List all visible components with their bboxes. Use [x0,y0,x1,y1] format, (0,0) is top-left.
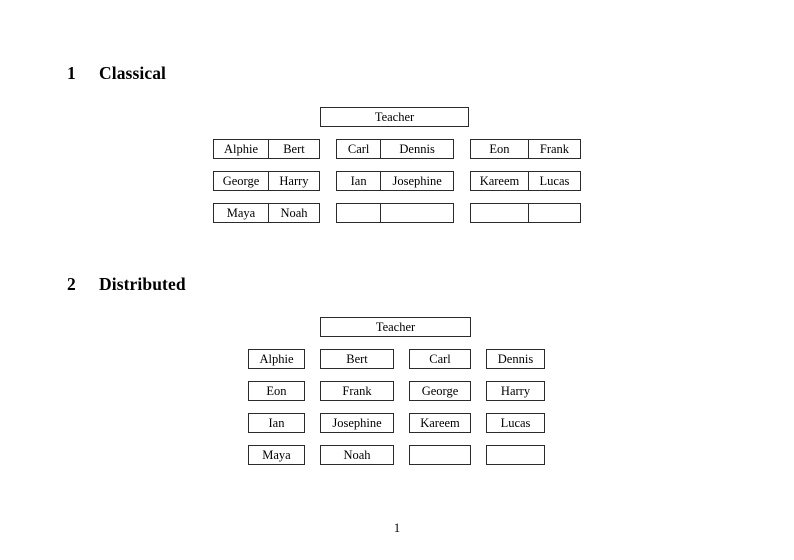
cell-left[interactable]: Maya [226,206,256,220]
student-box[interactable]: Josephine [320,413,394,433]
student-box[interactable]: Frank [320,381,394,401]
cell-right[interactable] [380,204,453,222]
cell-right[interactable]: Harry [267,172,319,190]
pair-row[interactable] [336,203,454,223]
pair-row[interactable]: Alphie Bert [213,139,320,159]
cell-right[interactable]: Noah [267,204,319,222]
cell-left[interactable]: Eon [489,142,510,156]
section-number: 2 [67,274,76,294]
cell-left[interactable]: Kareem [479,174,520,188]
cell-left[interactable]: George [222,174,260,188]
pair-row[interactable]: Maya Noah [213,203,320,223]
student-box[interactable]: George [409,381,471,401]
cell-left[interactable]: Carl [347,142,370,156]
cell-left[interactable]: Ian [350,174,367,188]
section-number: 1 [67,63,76,83]
pair-row[interactable]: Carl Dennis [336,139,454,159]
pair-row[interactable]: George Harry [213,171,320,191]
cell-right[interactable]: Dennis [380,140,453,158]
pair-row[interactable] [470,203,581,223]
student-box[interactable]: Lucas [486,413,545,433]
cell-left[interactable] [471,204,528,222]
student-box[interactable]: Carl [409,349,471,369]
student-box[interactable] [486,445,545,465]
cell-left[interactable] [337,204,380,222]
section-heading-classical: 1 Classical [67,63,166,84]
section-heading-distributed: 2 Distributed [67,274,186,295]
teacher-box-classical[interactable]: Teacher [320,107,469,127]
student-box[interactable]: Eon [248,381,305,401]
section-title: Classical [99,63,167,83]
cell-right[interactable]: Bert [267,140,319,158]
pair-row[interactable]: Kareem Lucas [470,171,581,191]
student-box[interactable] [409,445,471,465]
student-box[interactable]: Harry [486,381,545,401]
page-number: 1 [393,521,401,535]
cell-right[interactable] [527,204,580,222]
cell-left[interactable]: Alphie [223,142,258,156]
cell-right[interactable]: Lucas [527,172,580,190]
teacher-box-distributed[interactable]: Teacher [320,317,471,337]
student-box[interactable]: Kareem [409,413,471,433]
student-box[interactable]: Alphie [248,349,305,369]
student-box[interactable]: Noah [320,445,394,465]
section-title: Distributed [99,274,186,294]
student-box[interactable]: Maya [248,445,305,465]
pair-row[interactable]: Eon Frank [470,139,581,159]
pair-row[interactable]: Ian Josephine [336,171,454,191]
student-box[interactable]: Bert [320,349,394,369]
cell-right[interactable]: Josephine [380,172,453,190]
cell-right[interactable]: Frank [527,140,580,158]
student-box[interactable]: Ian [248,413,305,433]
student-box[interactable]: Dennis [486,349,545,369]
